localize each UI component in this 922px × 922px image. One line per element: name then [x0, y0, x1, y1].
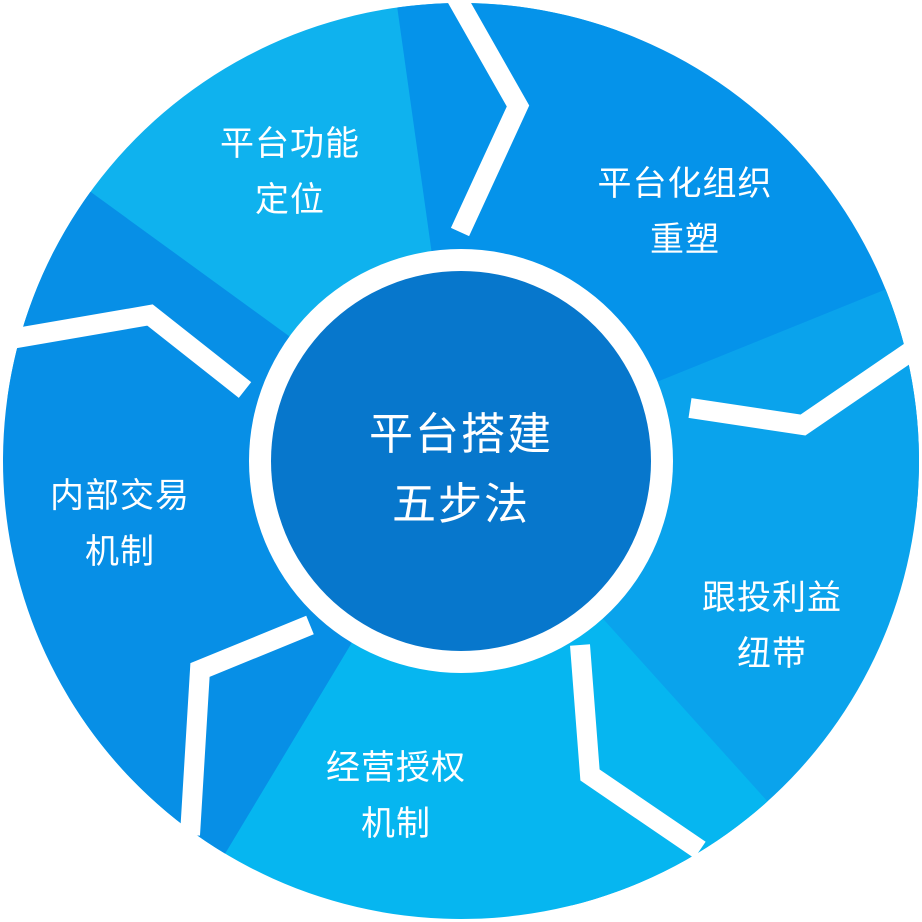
separator-4 [180, 615, 314, 836]
center-circle [271, 271, 651, 651]
separator-5 [3, 304, 252, 398]
separator-3 [570, 644, 706, 859]
label-internal-trade: 内部交易机制 [50, 476, 190, 572]
separator-2 [688, 336, 922, 436]
label-authorization: 经营授权机制 [326, 748, 466, 844]
center-title: 平台搭建五步法 [369, 409, 553, 530]
separator-1 [446, 0, 530, 237]
label-org-reshape: 平台化组织重塑 [597, 164, 773, 260]
label-platform-function: 平台功能定位 [220, 124, 360, 220]
label-co-invest: 跟投利益纽带 [702, 578, 842, 674]
segment-wedge-internal-trade [2, 191, 358, 854]
